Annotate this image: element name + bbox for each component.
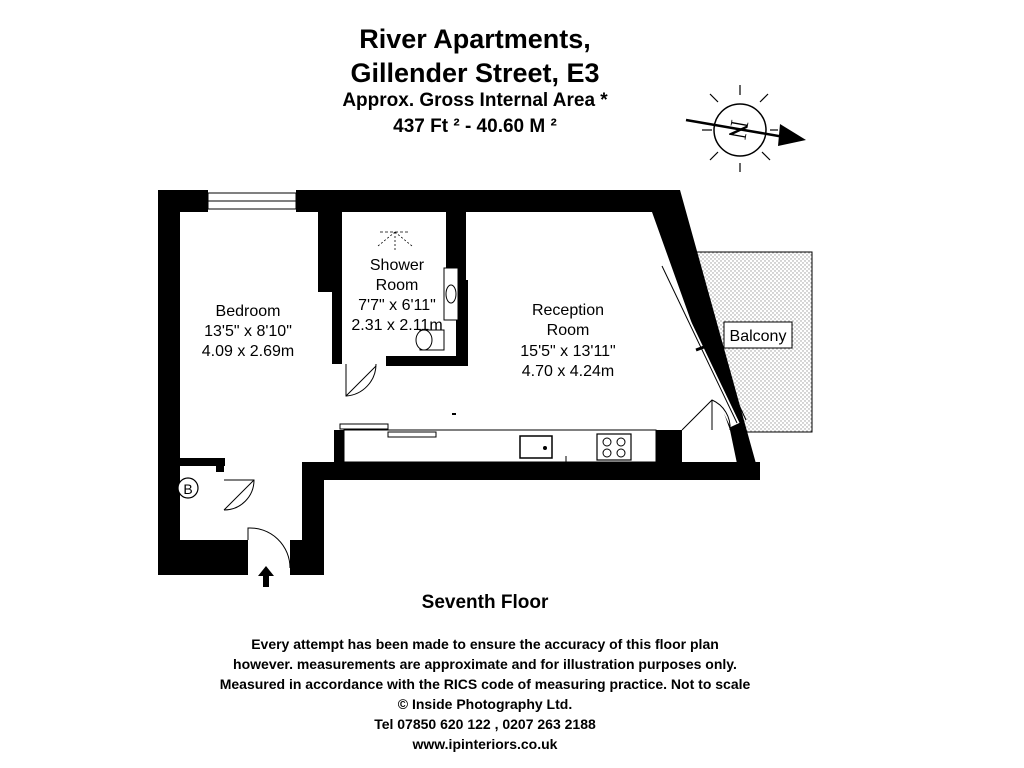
reception-metric: 4.70 x 4.24m [522, 363, 615, 380]
entrance-arrow-icon [258, 566, 274, 587]
reception-name-2: Room [547, 322, 590, 339]
property-address: Gillender Street, E3 [350, 58, 600, 88]
disclaimer-line-1: Every attempt has been made to ensure th… [251, 636, 719, 652]
basin-icon [445, 284, 457, 304]
phone-line: Tel 07850 620 122 , 0207 263 2188 [374, 716, 596, 732]
balcony-label: Balcony [730, 328, 787, 345]
disclaimer-line-3: Measured in accordance with the RICS cod… [219, 676, 751, 692]
shower-name-2: Room [376, 277, 419, 294]
property-title: River Apartments, [359, 24, 591, 54]
boiler-label: B [183, 481, 192, 497]
floor-plan: N Balcony [158, 85, 813, 587]
balcony-label-box [723, 321, 793, 349]
compass-icon: N [685, 85, 806, 172]
shower-metric: 2.31 x 2.11m [351, 317, 442, 334]
website-line: www.ipinteriors.co.uk [412, 736, 558, 752]
floor-label: Seventh Floor [421, 592, 549, 613]
copyright-line: © Inside Photography Ltd. [397, 696, 573, 712]
shower-imperial: 7'7" x 6'11" [358, 297, 436, 314]
bedroom-name: Bedroom [216, 303, 281, 320]
disclaimer-line-2: however. measurements are approximate an… [233, 656, 737, 672]
reception-imperial: 15'5" x 13'11" [520, 343, 615, 360]
area-value: 437 Ft ² - 40.60 M ² [393, 116, 557, 137]
reception-window [655, 265, 740, 428]
shower-name-1: Shower [370, 257, 425, 274]
bedroom-metric: 4.09 x 2.69m [202, 343, 295, 360]
sink-icon [519, 435, 553, 459]
sliding-door [339, 423, 389, 430]
compass-north-letter: N [723, 118, 755, 142]
reception-name-1: Reception [532, 302, 604, 319]
bedroom-imperial: 13'5" x 8'10" [204, 323, 292, 340]
doors [223, 363, 731, 569]
hob-icon [596, 433, 632, 461]
area-heading: Approx. Gross Internal Area * [342, 90, 608, 111]
boiler-icon [177, 477, 199, 499]
walls [158, 190, 760, 575]
shower-head-icon [377, 231, 413, 250]
